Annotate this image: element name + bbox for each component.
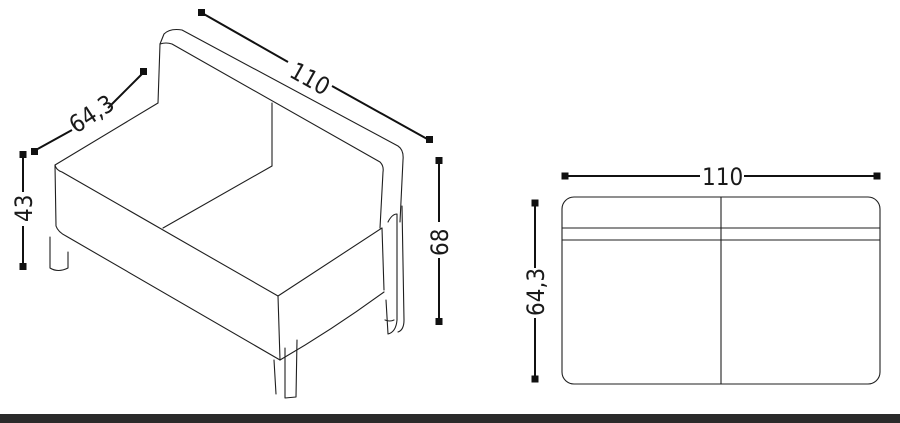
dimension-terminator — [140, 68, 147, 75]
dimension-terminator — [531, 375, 539, 383]
iso-total-height-label: 68 — [426, 229, 454, 256]
plan-view: 110 64,3 — [522, 163, 881, 385]
bottom-bar — [0, 414, 900, 423]
iso-total-height-dimension: 68 — [426, 157, 454, 325]
iso-width-dimension: 110 — [198, 9, 433, 143]
iso-seat-height-dimension: 43 — [10, 151, 38, 270]
iso-width-label: 110 — [285, 57, 335, 101]
plan-depth-label: 64,3 — [522, 268, 550, 316]
dimension-terminator — [31, 148, 38, 155]
plan-depth-dimension: 64,3 — [522, 199, 550, 383]
dimension-terminator — [873, 172, 881, 180]
dimension-terminator — [426, 136, 433, 143]
iso-depth-dimension: 64,3 — [31, 68, 147, 155]
iso-seat-height-label: 43 — [10, 195, 38, 222]
dimension-terminator — [531, 199, 539, 207]
dimension-terminator — [19, 151, 27, 158]
plan-width-label: 110 — [702, 163, 743, 191]
isometric-sofa-view: 110 64,3 43 68 — [10, 9, 454, 399]
dimension-terminator — [19, 263, 27, 270]
seat-cushions — [54, 102, 385, 361]
plan-width-dimension: 110 — [561, 163, 881, 191]
backrest — [157, 28, 404, 229]
dimension-terminator — [198, 9, 205, 16]
dimension-terminator — [561, 172, 569, 180]
dimension-terminator — [435, 318, 443, 325]
sofa-legs — [49, 205, 405, 399]
dimension-terminator — [435, 157, 443, 164]
